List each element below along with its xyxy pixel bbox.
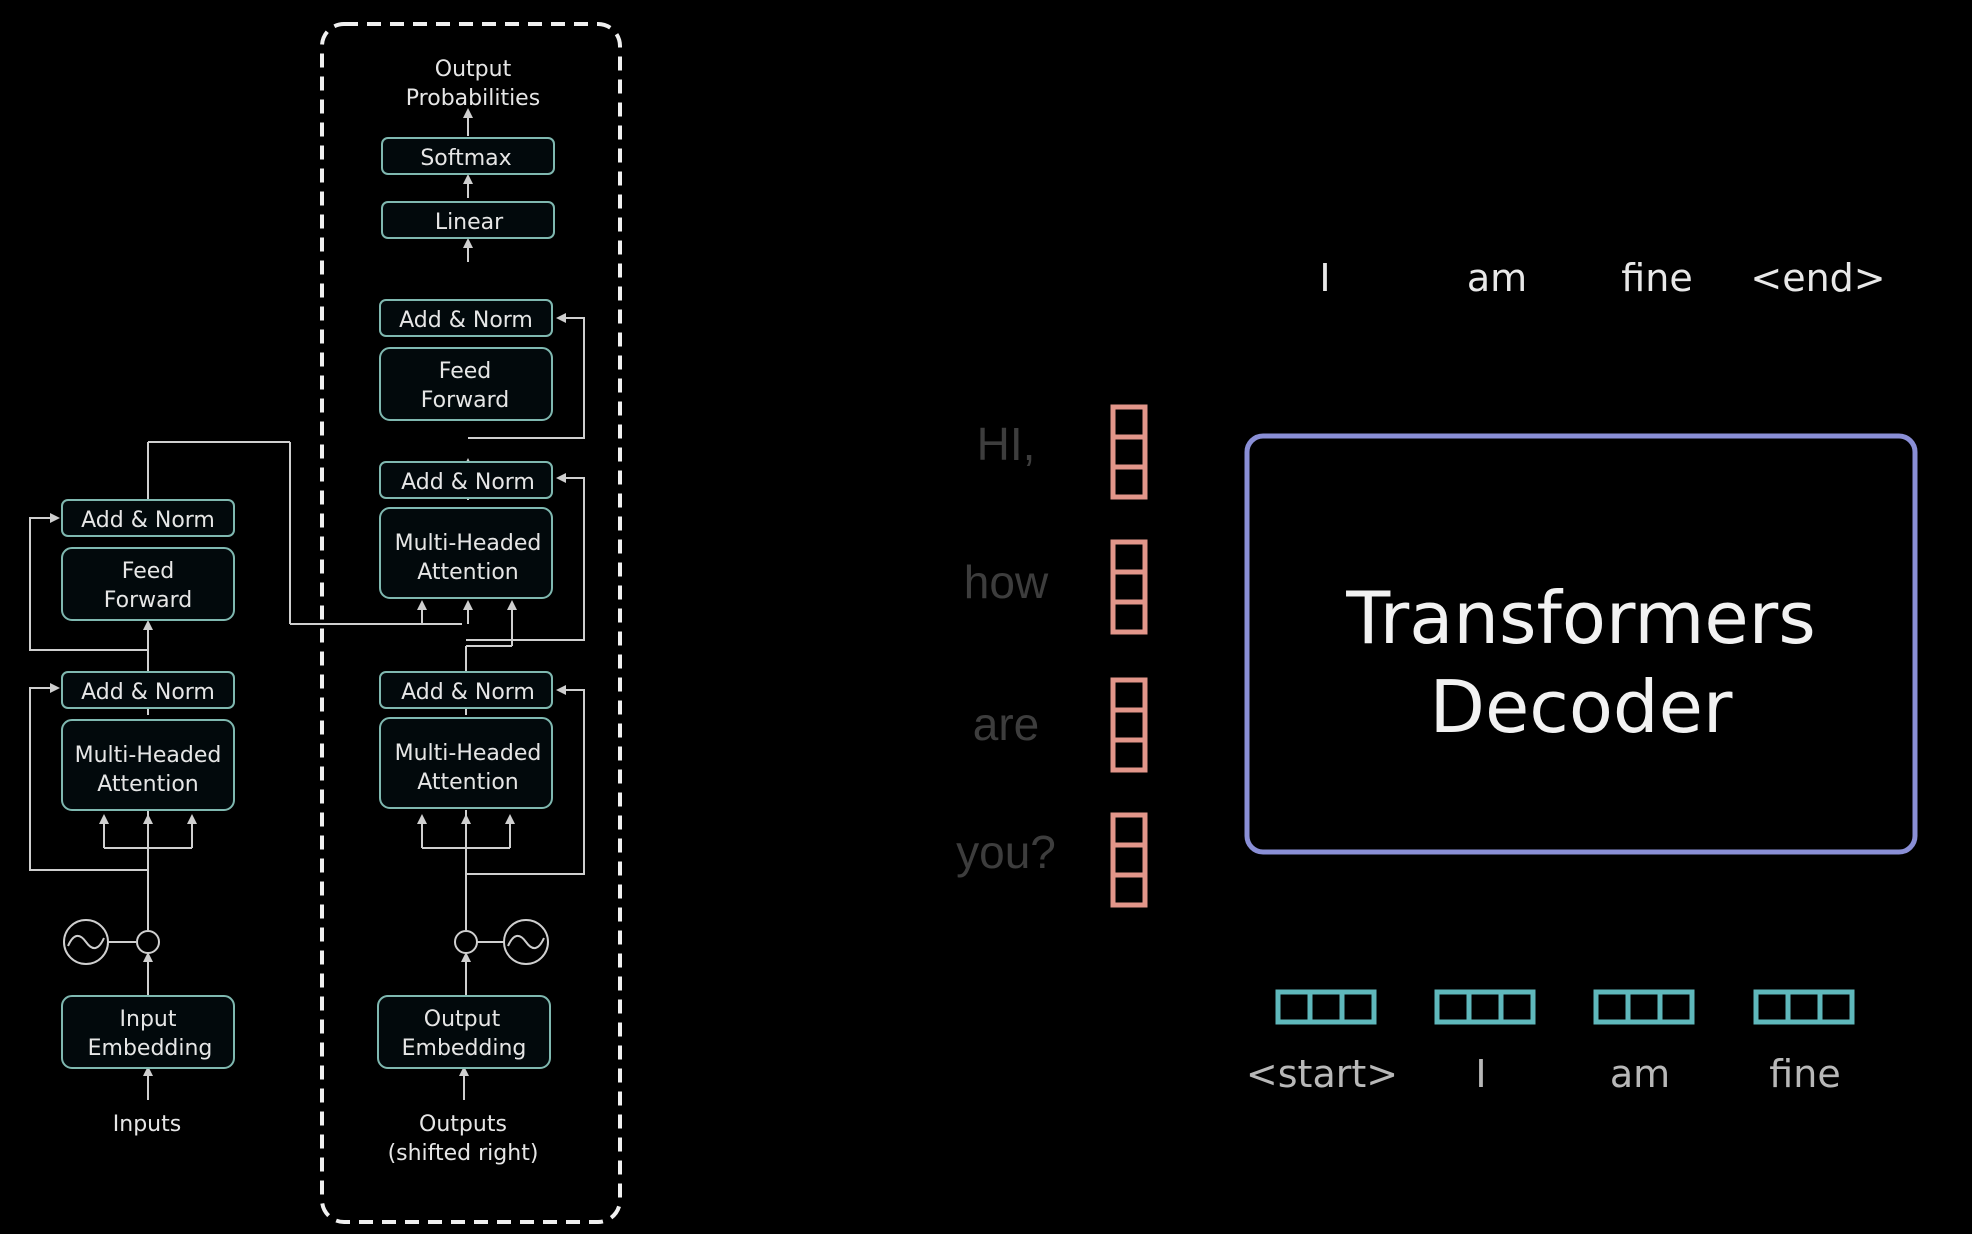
decoder-add-norm-2-label: Add & Norm xyxy=(401,470,535,495)
encoder-vector xyxy=(1110,539,1148,635)
input-word: are xyxy=(973,698,1039,750)
input-word: how xyxy=(964,556,1049,608)
encoder-mha-label-2: Attention xyxy=(97,772,199,797)
decoder-input-vector xyxy=(1434,989,1536,1025)
output-word: am xyxy=(1467,256,1527,300)
outputs-label-1: Outputs xyxy=(419,1112,507,1137)
linear-label: Linear xyxy=(435,210,504,235)
output-embedding-label-1: Output xyxy=(424,1007,501,1032)
encoder-input-words: HI, how are you? xyxy=(956,418,1056,878)
decoder-dashed-outline xyxy=(320,22,622,1224)
add-icon xyxy=(454,930,478,954)
input-embedding-label-2: Embedding xyxy=(88,1036,213,1061)
encoder-input-embedding-box: Input Embedding xyxy=(61,995,235,1069)
decoder-add-norm-1-box: Add & Norm xyxy=(379,671,553,709)
add-icon xyxy=(136,930,160,954)
output-probabilities-label-2: Probabilities xyxy=(406,86,540,111)
positional-encoding-icon xyxy=(503,919,549,965)
decoder-input-word: fine xyxy=(1769,1052,1840,1096)
decoder-title-line-1: Transformers xyxy=(1345,576,1816,660)
input-word: you? xyxy=(956,826,1056,878)
encoder-mha-box: Multi-Headed Attention xyxy=(61,719,235,811)
decoder-mha-1-label-1: Multi-Headed xyxy=(395,741,542,766)
encoder-vector xyxy=(1110,404,1148,500)
decoder-ff-label-2: Forward xyxy=(421,388,509,413)
output-embedding-label-2: Embedding xyxy=(402,1036,527,1061)
decoder-input-vectors xyxy=(1275,989,1855,1025)
decoder-input-vector xyxy=(1593,989,1695,1025)
decoder-output-embedding-box: Output Embedding xyxy=(377,995,551,1069)
encoder-output-vectors xyxy=(1110,404,1148,908)
decoder-add-norm-2-box: Add & Norm xyxy=(379,461,553,499)
encoder-stack: Input Embedding Multi-Headed Attention A… xyxy=(29,441,462,1137)
decoder-mha-1-label-2: Attention xyxy=(417,770,519,795)
decoder-ff-label-1: Feed xyxy=(439,359,492,384)
decoder-mha-2-label-1: Multi-Headed xyxy=(395,531,542,556)
encoder-add-norm-bottom-label: Add & Norm xyxy=(81,680,215,705)
output-word: <end> xyxy=(1750,256,1885,300)
decoder-add-norm-3-label: Add & Norm xyxy=(399,308,533,333)
output-word: I xyxy=(1319,256,1330,300)
decoder-add-norm-1-label: Add & Norm xyxy=(401,680,535,705)
decoder-input-word: I xyxy=(1475,1052,1486,1096)
decoder-softmax-box: Softmax xyxy=(381,137,555,175)
encoder-add-norm-top-box: Add & Norm xyxy=(61,499,235,537)
decoder-mha-2-label-2: Attention xyxy=(417,560,519,585)
decoder-stack: Output Embedding Multi-Headed Attention … xyxy=(320,22,622,1224)
transformers-decoder-box: Transformers Decoder xyxy=(1244,433,1918,855)
encoder-vector xyxy=(1110,677,1148,773)
softmax-label: Softmax xyxy=(420,146,511,171)
input-embedding-label-1: Input xyxy=(120,1007,177,1032)
decoder-linear-box: Linear xyxy=(381,201,555,239)
decoder-add-norm-3-box: Add & Norm xyxy=(379,299,553,337)
output-probabilities-label-1: Output xyxy=(435,57,512,82)
output-word: fine xyxy=(1621,256,1692,300)
encoder-ff-label-1: Feed xyxy=(122,559,175,584)
inputs-label: Inputs xyxy=(113,1112,181,1137)
decoder-mha-1-box: Multi-Headed Attention xyxy=(379,717,553,809)
encoder-ff-label-2: Forward xyxy=(104,588,192,613)
encoder-feed-forward-box: Feed Forward xyxy=(61,547,235,621)
decoder-input-word: <start> xyxy=(1246,1052,1398,1096)
input-word: HI, xyxy=(977,418,1036,470)
decoder-title-line-2: Decoder xyxy=(1430,665,1733,749)
decoder-input-vector xyxy=(1275,989,1377,1025)
decoder-input-vector xyxy=(1753,989,1855,1025)
decoder-mha-2-box: Multi-Headed Attention xyxy=(379,507,553,599)
decoder-feed-forward-box: Feed Forward xyxy=(379,347,553,421)
encoder-vector xyxy=(1110,812,1148,908)
encoder-add-norm-bottom-box: Add & Norm xyxy=(61,671,235,709)
encoder-mha-label-1: Multi-Headed xyxy=(75,743,222,768)
outputs-label-2: (shifted right) xyxy=(388,1141,539,1166)
encoder-add-norm-top-label: Add & Norm xyxy=(81,508,215,533)
decoder-input-words: <start> I am fine xyxy=(1246,1052,1841,1096)
decoder-input-word: am xyxy=(1610,1052,1670,1096)
decoder-output-words: I am fine <end> xyxy=(1319,256,1885,300)
